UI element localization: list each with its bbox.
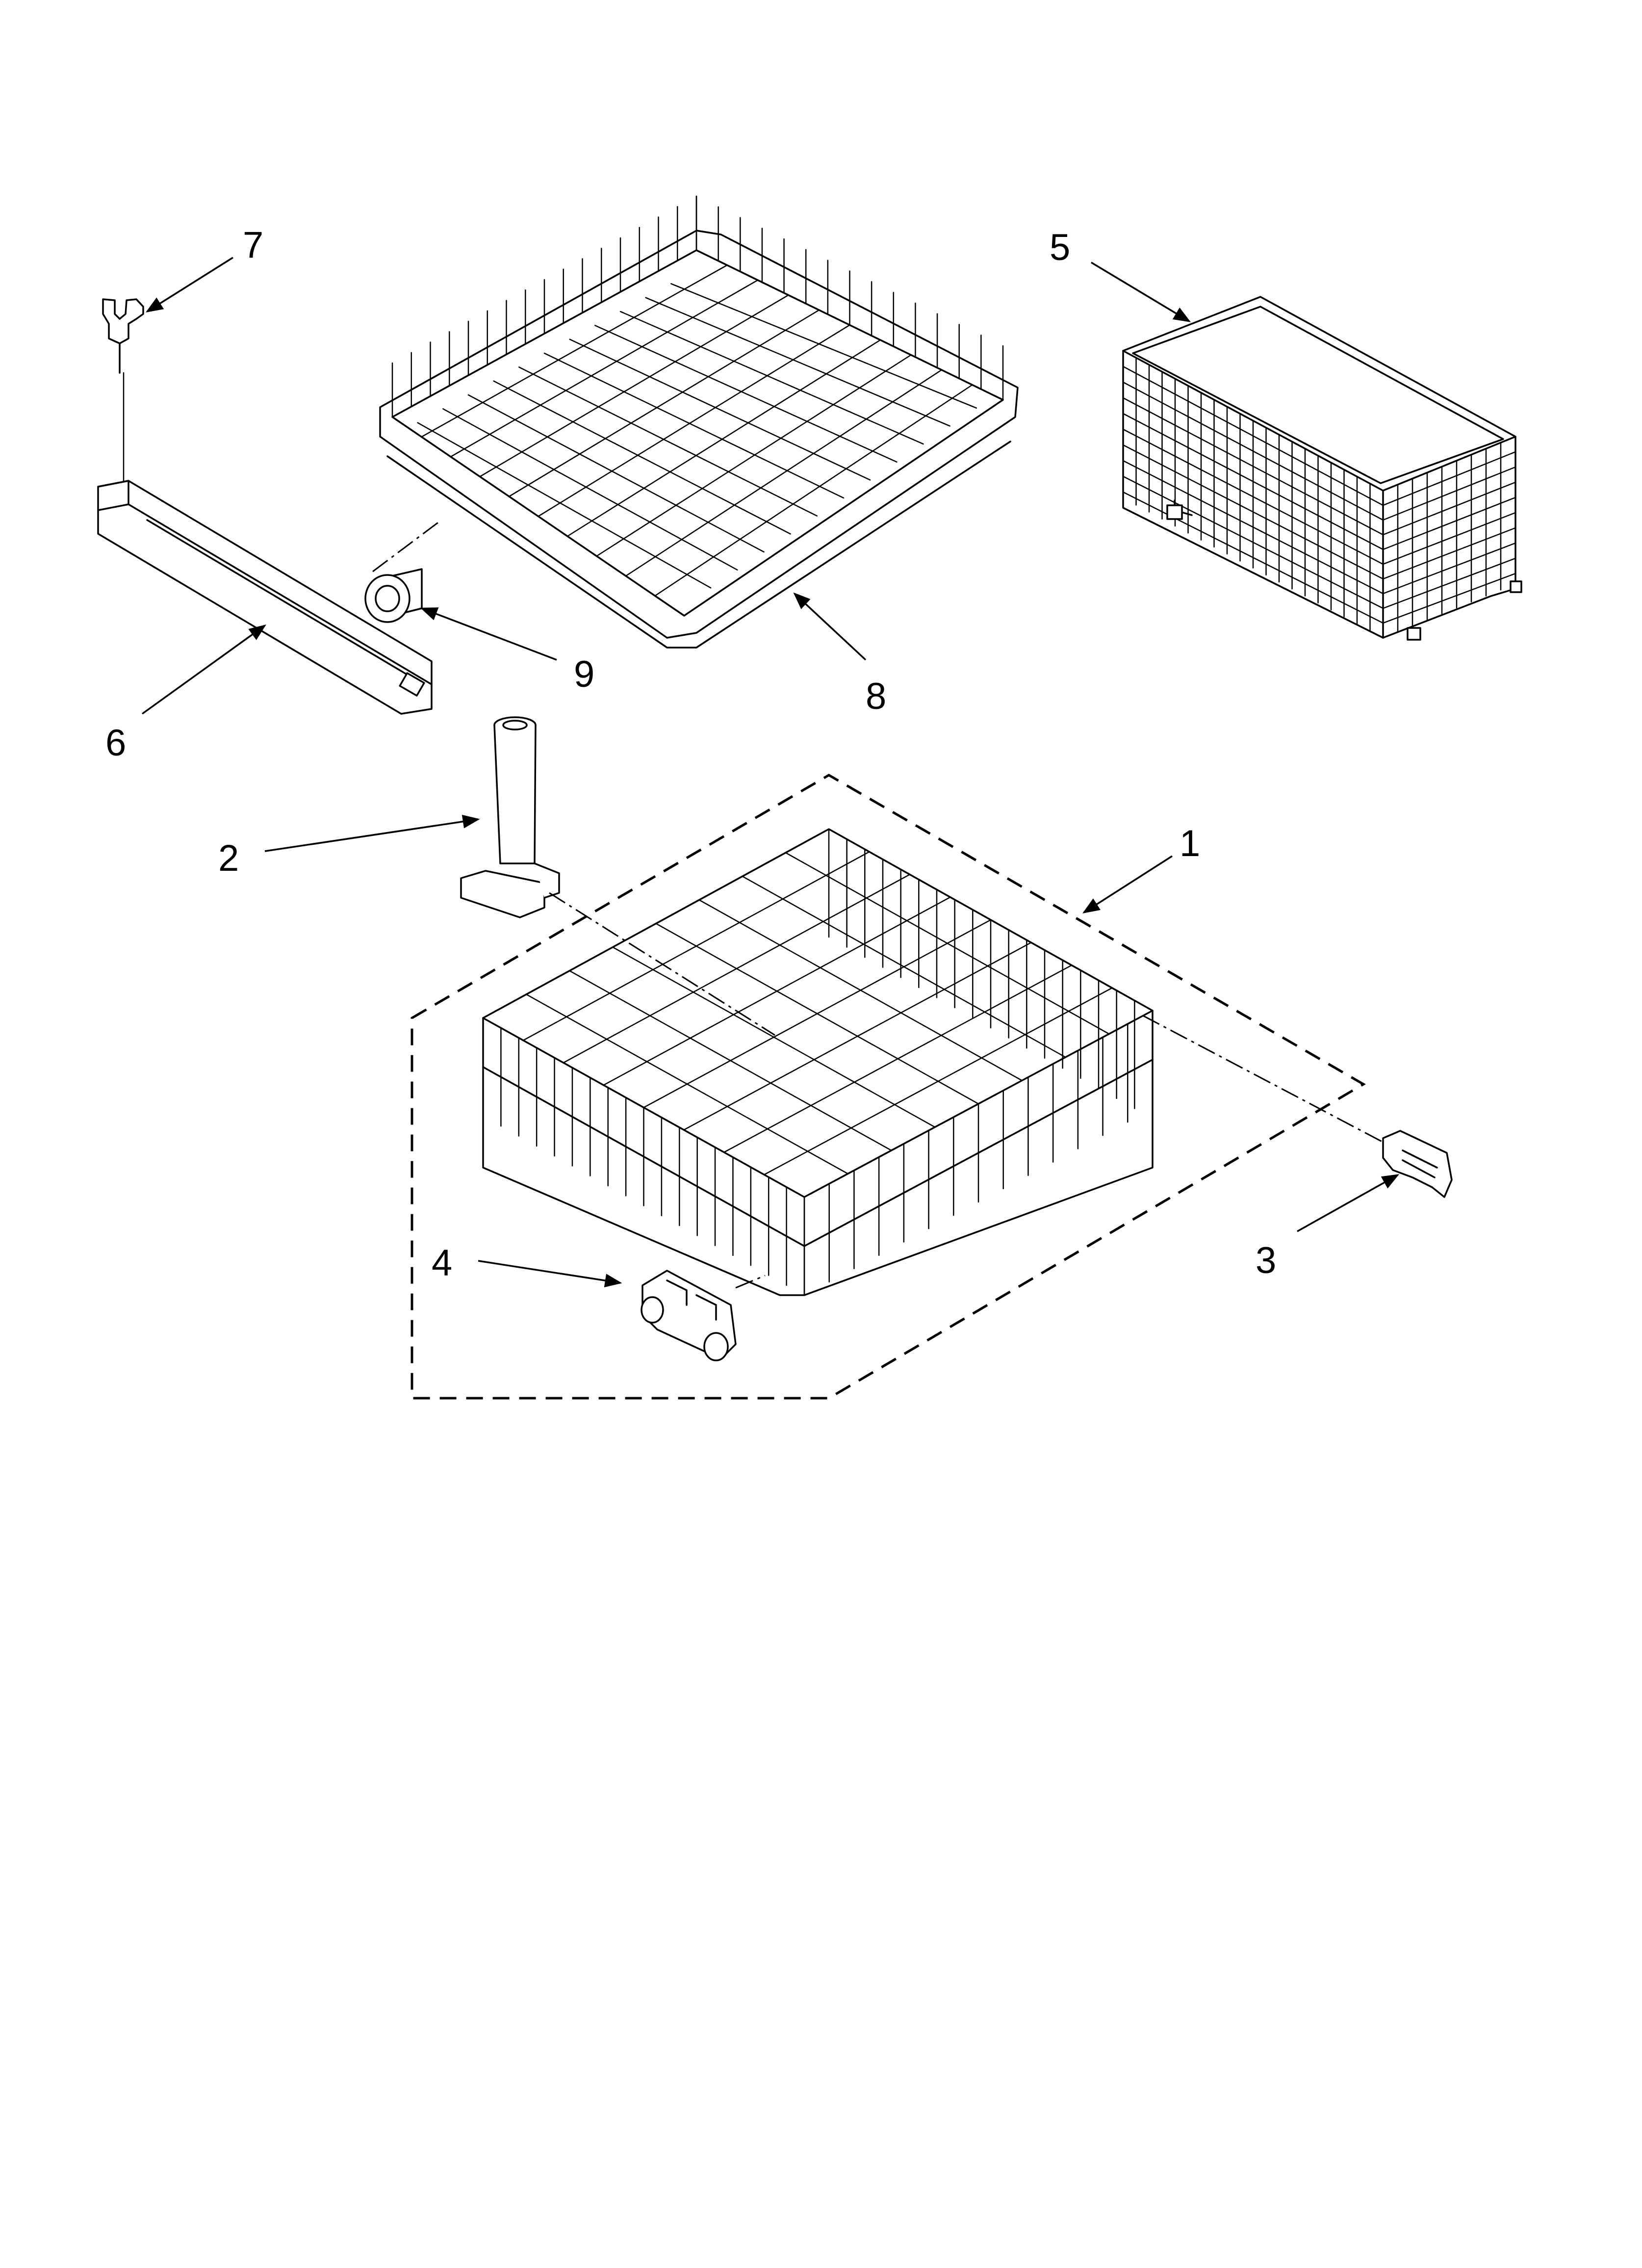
part-2-post bbox=[460, 716, 775, 1036]
callout-labels: 7 6 9 8 5 2 1 3 4 bbox=[105, 224, 1276, 1284]
leader-6 bbox=[141, 624, 266, 715]
leader-9 bbox=[420, 607, 557, 661]
part-1-lower-rack bbox=[410, 774, 1418, 1400]
callout-4: 4 bbox=[432, 1242, 452, 1284]
callout-7: 7 bbox=[243, 224, 263, 266]
callout-3: 3 bbox=[1256, 1240, 1276, 1281]
callout-8: 8 bbox=[866, 676, 886, 717]
part-9-wheel bbox=[364, 519, 442, 623]
part-5-silverware-basket bbox=[1122, 296, 1522, 641]
callout-1: 1 bbox=[1180, 823, 1200, 864]
leader-3 bbox=[1297, 1174, 1400, 1232]
callout-6: 6 bbox=[105, 722, 126, 764]
callout-2: 2 bbox=[218, 837, 239, 879]
part-7-clip bbox=[102, 298, 144, 484]
callout-9: 9 bbox=[574, 653, 594, 695]
leader-4 bbox=[478, 1260, 622, 1288]
leader-1 bbox=[1082, 855, 1173, 913]
leader-2 bbox=[264, 814, 480, 852]
part-3-stop-clip bbox=[1382, 1130, 1453, 1198]
leader-8 bbox=[793, 592, 867, 661]
leader-7 bbox=[146, 257, 233, 313]
part-4-wheel-carrier bbox=[641, 1270, 766, 1361]
callout-leaders bbox=[141, 257, 1400, 1288]
callout-5: 5 bbox=[1050, 227, 1070, 268]
part-8-upper-rack bbox=[379, 195, 1019, 649]
leader-5 bbox=[1091, 261, 1191, 322]
part-6-rail bbox=[97, 480, 433, 715]
